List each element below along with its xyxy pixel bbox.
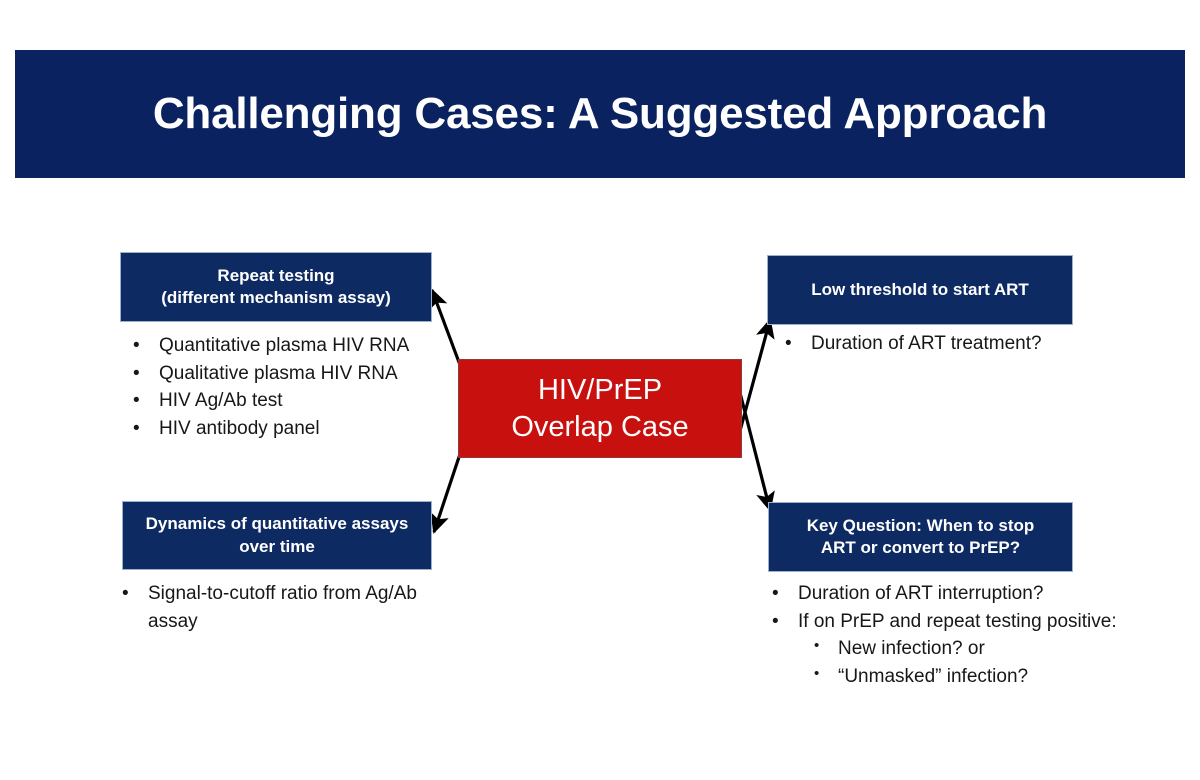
bullet-list-low-threshold: • Duration of ART treatment?	[785, 330, 1115, 358]
bullet-dot-icon: •	[133, 335, 140, 356]
bullet-dot-icon: •	[785, 333, 792, 354]
bullet-dot-icon: •	[133, 362, 140, 384]
node-label-low-threshold: Low threshold to start ART	[811, 279, 1029, 299]
bullet-dot-icon: •	[122, 583, 129, 604]
list-item-label: Qualitative plasma HIV RNA	[159, 362, 398, 384]
node-box-low-threshold[interactable]: Low threshold to start ART	[767, 255, 1073, 325]
list-item: • “Unmasked” infection?	[772, 663, 1172, 691]
list-item-label: HIV antibody panel	[159, 417, 320, 439]
list-item-label: “Unmasked” infection?	[838, 665, 1029, 687]
bullet-dot-icon: •	[814, 664, 820, 682]
list-item: • HIV Ag/Ab test	[133, 387, 463, 415]
node-box-center-hiv-prep-overlap[interactable]: HIV/PrEP Overlap Case	[458, 359, 742, 458]
list-item-label: Signal-to-cutoff ratio from Ag/Ab assay	[148, 583, 417, 632]
list-item-label: Duration of ART interruption?	[798, 583, 1044, 604]
bullet-dot-icon: •	[772, 583, 779, 604]
node-box-dynamics[interactable]: Dynamics of quantitative assays over tim…	[122, 501, 432, 570]
bullet-list-dynamics: • Signal-to-cutoff ratio from Ag/Ab assay	[122, 580, 442, 635]
node-label-dynamics: Dynamics of quantitative assays over tim…	[145, 514, 409, 556]
bullet-list-repeat-testing: • Quantitative plasma HIV RNA • Qualitative…	[133, 332, 463, 442]
list-item-label: If on PrEP and repeat testing positive:	[798, 610, 1117, 632]
node-label-key-question: Key Question: When to stop ART or conver…	[806, 515, 1035, 557]
list-item-label: New infection? or	[838, 638, 985, 660]
list-item: • Signal-to-cutoff ratio from Ag/Ab assay	[122, 580, 442, 635]
node-box-repeat-testing[interactable]: Repeat testing (different mechanism assa…	[120, 252, 432, 322]
node-box-key-question[interactable]: Key Question: When to stop ART or conver…	[768, 502, 1073, 572]
page-title: Challenging Cases: A Suggested Approach	[152, 88, 1048, 138]
node-label-center: HIV/PrEP Overlap Case	[511, 374, 689, 443]
slide-title-bar: Challenging Cases: A Suggested Approach	[15, 50, 1185, 178]
list-item-label: Quantitative plasma HIV RNA	[159, 335, 410, 356]
bullet-dot-icon: •	[133, 390, 140, 412]
list-item-label: Duration of ART treatment?	[811, 333, 1042, 354]
bullet-list-key-question: • Duration of ART interruption? • If on PrE…	[772, 580, 1172, 690]
bullet-dot-icon: •	[814, 637, 820, 655]
list-item: • HIV antibody panel	[133, 415, 463, 443]
list-item: • New infection? or	[772, 635, 1172, 663]
bullet-dot-icon: •	[133, 417, 140, 439]
bullet-dot-icon: •	[772, 610, 779, 632]
list-item: • Duration of ART interruption?	[772, 580, 1172, 608]
list-item: • Duration of ART treatment?	[785, 330, 1115, 358]
list-item-label: HIV Ag/Ab test	[159, 390, 283, 412]
list-item: • Quantitative plasma HIV RNA	[133, 332, 463, 360]
list-item: • If on PrEP and repeat testing positive:	[772, 608, 1172, 636]
node-label-repeat-testing: Repeat testing (different mechanism assa…	[161, 265, 391, 307]
list-item: • Qualitative plasma HIV RNA	[133, 360, 463, 388]
